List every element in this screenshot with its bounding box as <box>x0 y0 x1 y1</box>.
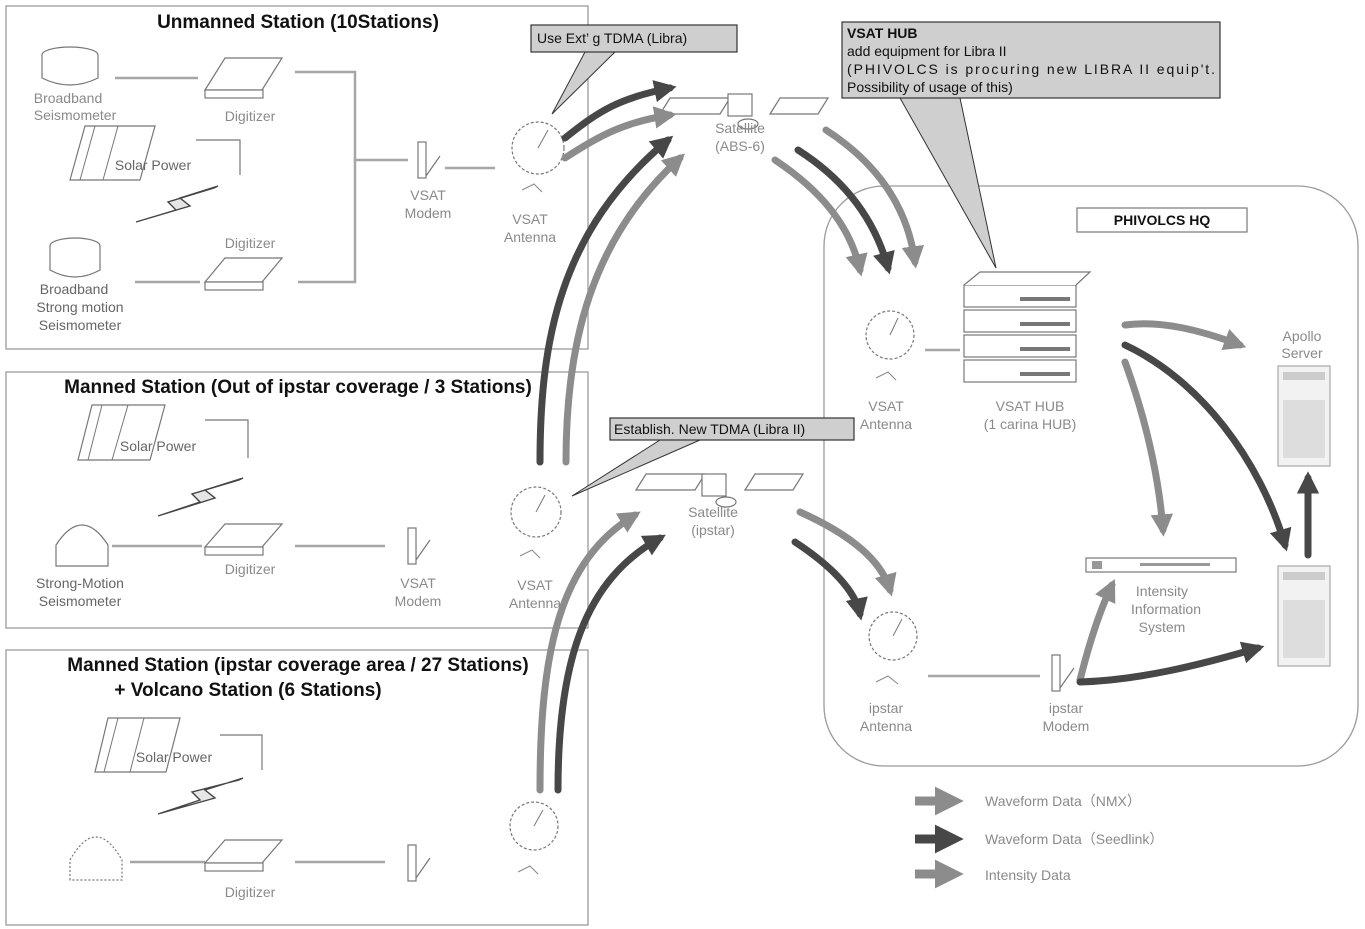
callout-tdma-libra2: Establish. New TDMA (Libra II) <box>571 417 855 497</box>
server-icon <box>1277 565 1331 667</box>
vsat-antenna-label-2a: VSAT <box>517 577 553 593</box>
hq-vsat-antenna-label-1: VSAT <box>868 398 904 414</box>
vsat-modem-icon <box>417 141 441 179</box>
intensity-label-3: System <box>1139 619 1186 635</box>
callout-tdma-libra: Use Ext’ g TDMA (Libra) <box>530 24 738 115</box>
broadband-seismometer-label-1: Broadband <box>34 90 103 106</box>
callout-hub-line3: Possibility of usage of this) <box>847 79 1013 95</box>
callout-hub-line2: (PHIVOLCS is procuring new LIBRA II equi… <box>847 61 1215 77</box>
solar-power-label-3: Solar Power <box>136 749 213 765</box>
phivolcs-hq-label: PHIVOLCS HQ <box>1114 212 1211 228</box>
vsat-modem-label-1b: Modem <box>405 205 452 221</box>
digitizer-icon <box>203 57 284 99</box>
legend: Waveform Data（NMX） Waveform Data（Seedlin… <box>915 786 1163 889</box>
satellite-abs-icon <box>658 93 830 130</box>
ipstar-modem-icon <box>1051 654 1075 692</box>
vsat-modem-label-1a: VSAT <box>410 187 446 203</box>
digitizer-label-4: Digitizer <box>225 884 276 900</box>
ipstar-modem-label-2: Modem <box>1043 718 1090 734</box>
ipstar-antenna-label-1: ipstar <box>869 700 904 716</box>
hq-vsat-antenna-icon <box>865 310 915 381</box>
intensity-label-1: Intensity <box>1136 583 1188 599</box>
modem-icon <box>407 844 431 882</box>
seismometer-icon <box>49 237 101 278</box>
vsat-antenna-label-1b: Antenna <box>504 229 556 245</box>
legend-nmx-label: Waveform Data（NMX） <box>985 793 1141 809</box>
broadband-sm-label-3: Seismometer <box>39 317 122 333</box>
unmanned-title: Unmanned Station (10Stations) <box>157 12 439 33</box>
apollo-label-2: Server <box>1281 345 1323 361</box>
vsat-hub-label-2: (1 carina HUB) <box>984 416 1077 432</box>
solar-panel-icon <box>94 717 263 773</box>
intensity-label-2: Information <box>1131 601 1201 617</box>
sat-abs-label-2: (ABS-6) <box>715 138 765 154</box>
digitizer-icon <box>203 523 284 556</box>
sat-ipstar-label-2: (ipstar) <box>691 522 735 538</box>
ipstar-antenna-label-2: Antenna <box>860 718 912 734</box>
sat-abs-label-1: Satellite <box>715 120 765 136</box>
strong-motion-label-2: Seismometer <box>39 593 122 609</box>
hq-ipstar-antenna-icon <box>868 611 918 685</box>
solar-power-label-1: Solar Power <box>115 157 192 173</box>
callout-vsat-hub: VSAT HUB add equipment for Libra II (PHI… <box>841 21 1221 269</box>
seismometer-dome-icon <box>69 836 123 881</box>
callout-tdma-libra-text: Use Ext’ g TDMA (Libra) <box>537 30 687 46</box>
hq-vsat-antenna-label-2: Antenna <box>860 416 912 432</box>
ipstar-modem-label-1: ipstar <box>1049 700 1084 716</box>
manned-in-title-2: + Volcano Station (6 Stations) <box>114 680 381 701</box>
broadband-sm-label-1: Broadband <box>40 281 109 297</box>
callout-hub-line1: add equipment for Libra II <box>847 43 1007 59</box>
vsat-hub-icon <box>963 271 1092 383</box>
legend-intensity-label: Intensity Data <box>985 867 1071 883</box>
callout-hub-title: VSAT HUB <box>847 25 918 41</box>
legend-seedlink-label: Waveform Data（Seedlink） <box>985 831 1163 847</box>
apollo-label-1: Apollo <box>1283 328 1322 344</box>
power-bolt-icon <box>157 777 244 815</box>
manned-out-title: Manned Station (Out of ipstar coverage /… <box>64 377 532 398</box>
digitizer-icon <box>203 257 284 291</box>
broadband-sm-label-2: Strong motion <box>36 299 123 315</box>
strong-motion-label-1: Strong-Motion <box>36 575 124 591</box>
vsat-antenna-label-2b: Antenna <box>509 595 561 611</box>
solar-power-label-2: Solar Power <box>120 438 197 454</box>
vsat-antenna-label-1a: VSAT <box>512 211 548 227</box>
unmanned-station-box <box>5 5 589 350</box>
satellite-ipstar-icon <box>634 473 805 508</box>
power-bolt-icon <box>135 185 219 223</box>
power-bolt-icon <box>157 477 244 517</box>
vsat-hub-label-1: VSAT HUB <box>996 398 1065 414</box>
sat-ipstar-label-1: Satellite <box>688 504 738 520</box>
strong-motion-seismometer-icon <box>55 524 109 567</box>
manned-in-station-box <box>5 649 589 926</box>
manned-out-station-box <box>5 371 589 629</box>
vsat-modem-label-2b: Modem <box>395 593 442 609</box>
vsat-modem-icon <box>407 527 431 565</box>
digitizer-label-2: Digitizer <box>225 235 276 251</box>
callout-tdma-libra2-text: Establish. New TDMA (Libra II) <box>614 421 805 437</box>
phivolcs-hq-box <box>823 185 1359 767</box>
digitizer-icon <box>203 839 284 872</box>
solar-panel-icon <box>77 404 249 461</box>
seismometer-icon <box>41 46 99 86</box>
apollo-server-icon <box>1277 365 1331 467</box>
solar-panel-icon <box>69 125 241 181</box>
manned-in-title-1: Manned Station (ipstar coverage area / 2… <box>67 655 528 676</box>
digitizer-label-3: Digitizer <box>225 561 276 577</box>
antenna-icon <box>509 801 559 875</box>
vsat-modem-label-2a: VSAT <box>400 575 436 591</box>
vsat-antenna-icon <box>511 121 565 193</box>
phivolcs-hq-label-box <box>1076 207 1248 233</box>
intensity-system-icon <box>1085 557 1237 573</box>
digitizer-label-1: Digitizer <box>225 108 276 124</box>
vsat-antenna-icon <box>510 486 562 559</box>
broadband-seismometer-label-2: Seismometer <box>34 107 117 123</box>
